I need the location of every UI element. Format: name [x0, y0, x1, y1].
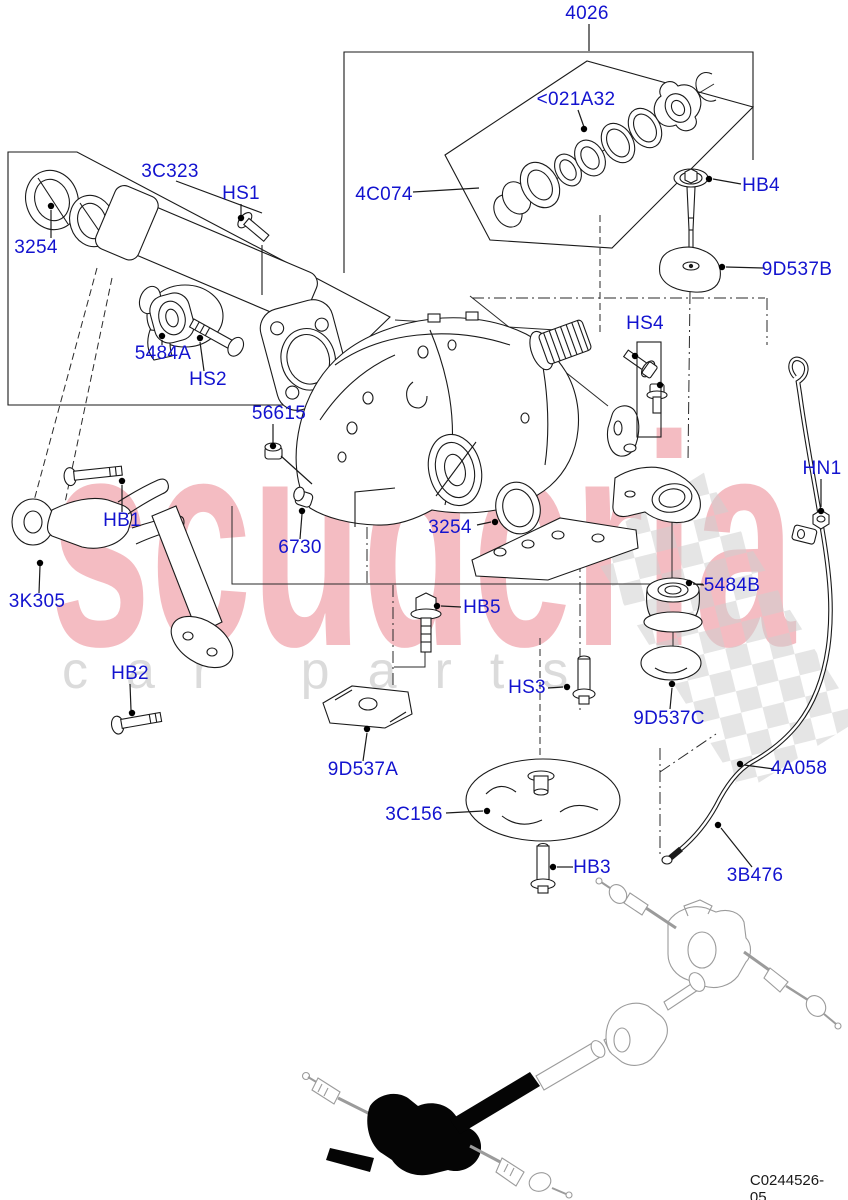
washer-9d537c-icon [640, 645, 702, 681]
bracket-foot-plate [471, 517, 639, 581]
bolt-hb3-icon [530, 842, 556, 894]
breather-tube [661, 356, 833, 865]
output-shaft-stub [529, 319, 592, 371]
mount-bracket-eye [612, 466, 701, 524]
grommet-56615-icon [264, 442, 283, 460]
part-label-HS1: HS1 [222, 183, 260, 204]
part-label-HB2: HB2 [111, 663, 149, 684]
part-label-HB3: HB3 [573, 857, 611, 878]
checkered-flag-pattern [587, 472, 848, 794]
part-label-HS2: HS2 [189, 369, 227, 390]
part-label-HN1: HN1 [802, 458, 842, 479]
hs4-callout-frame [636, 341, 662, 438]
leader-lines [38, 24, 822, 868]
bolt-hb5-icon [410, 592, 442, 653]
leader-dots [36, 125, 825, 871]
front-differential-housing [264, 311, 592, 535]
part-label-4C074: 4C074 [355, 184, 413, 205]
support-arm-3k305 [11, 478, 234, 669]
figure-code: C0244526-05 [749, 1172, 825, 1200]
pinion-group-box [343, 51, 754, 273]
part-label-9D537B: 9D537B [761, 259, 833, 280]
part-label-3B476: 3B476 [726, 865, 784, 886]
support-bracket-small [606, 405, 640, 457]
part-label-4A058: 4A058 [770, 758, 828, 779]
part-label-56615: 56615 [251, 403, 307, 424]
part-label-3C323: 3C323 [141, 161, 199, 182]
plug-6730-icon [293, 486, 314, 508]
bolt-hs1-icon [237, 212, 270, 243]
part-label-HB5: HB5 [463, 597, 501, 618]
part-label-9D537C: 9D537C [633, 708, 705, 729]
part-label-4026: 4026 [565, 3, 609, 24]
part-label-021A32: <021A32 [536, 89, 616, 110]
part-label-HB1: HB1 [103, 510, 141, 531]
part-label-HB4: HB4 [742, 175, 780, 196]
part-label-9D537A: 9D537A [327, 759, 399, 780]
part-label-5484B: 5484B [703, 575, 761, 596]
part-label-HS3: HS3 [508, 677, 546, 698]
locator-thumbnail [301, 877, 842, 1199]
bolt-hb2-icon [110, 711, 163, 735]
watermark-tagline-text: car parts [62, 642, 606, 700]
bolt-hs2-icon [188, 318, 245, 357]
mount-9d537b-icon [659, 246, 721, 293]
intermediate-shaft-assembly [25, 169, 351, 411]
bolt-hb1-icon [63, 465, 123, 487]
mount-9d537a-icon [322, 685, 413, 729]
pinion-bearing-shim-stack [493, 72, 717, 228]
part-label-6730: 6730 [278, 537, 322, 558]
stud-hs3-icon [572, 655, 596, 705]
damper-3c156-icon [465, 758, 621, 842]
part-label-HS4: HS4 [626, 313, 664, 334]
part-label-3C156: 3C156 [385, 804, 443, 825]
locator-highlighted-front-diff [326, 1072, 540, 1176]
part-label-3254-top: 3254 [14, 237, 58, 258]
part-label-5484A: 5484A [134, 343, 192, 364]
nut-hn1-icon [812, 509, 830, 530]
part-label-3254-centre: 3254 [428, 517, 472, 538]
bolt-hs4-upper-icon [622, 349, 658, 379]
part-label-3K305: 3K305 [8, 591, 66, 612]
pin-hb4-icon [673, 168, 709, 254]
